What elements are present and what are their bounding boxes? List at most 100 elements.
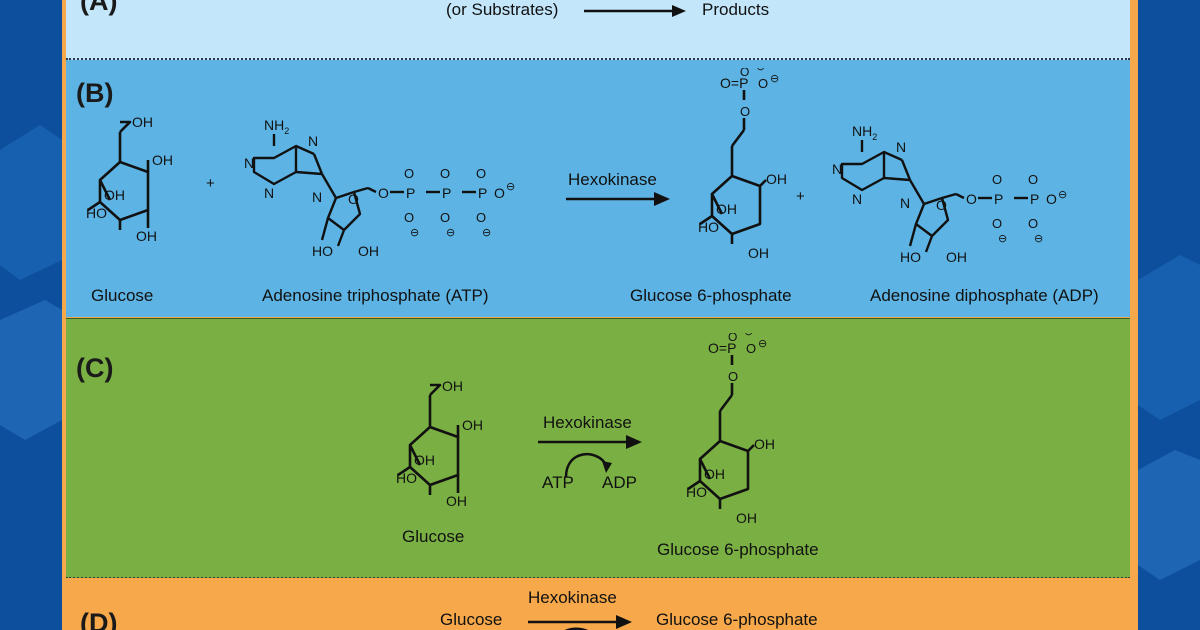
g6p-b-oh-1: OH	[748, 245, 769, 261]
g6p-b-charge-1: ⊖	[756, 68, 765, 73]
glucose-c-oh-1: OH	[446, 493, 467, 509]
enzyme-label-b: Hexokinase	[568, 170, 657, 189]
glucose-name-c: Glucose	[402, 527, 465, 546]
g6p-structure-c: O=P O O ⊖ ⊖ O OH OH HO OH	[686, 333, 775, 526]
glucose-c-oh-3: OH	[414, 452, 435, 468]
g6p-c-o-top: O	[728, 333, 737, 344]
glucose-oh-6: OH	[132, 114, 153, 130]
reaction-arrow-b	[566, 192, 670, 206]
atp-structure: NH2 N N N N O HO OH O P P P O ⊖ O O O O …	[244, 117, 515, 259]
g6p-b-oh-3: OH	[716, 201, 737, 217]
panel-d: (D) Hexokinase Glucose Glucose 6-phospha…	[66, 578, 1130, 630]
atp-charge-4: ⊖	[482, 227, 491, 239]
adp-p-alpha: P	[994, 191, 1003, 207]
atp-charge-2: ⊖	[410, 227, 419, 239]
glucose-c-oh-6: OH	[442, 378, 463, 394]
panel-a-label: (A)	[80, 0, 118, 16]
glucose-structure: OH OH OH HO OH	[86, 114, 173, 244]
atp-p-beta: P	[442, 185, 451, 201]
atp-p-gamma: P	[478, 185, 487, 201]
glucose-structure-c: OH OH OH HO OH	[396, 378, 483, 509]
atp-n1: N	[244, 155, 254, 171]
g6p-c-oh-1: OH	[736, 510, 757, 526]
products-label: Products	[702, 0, 770, 19]
g6p-name-c: Glucose 6-phosphate	[657, 540, 819, 559]
plus-sign-1: +	[206, 175, 215, 192]
g6p-c-charge-1: ⊖	[744, 333, 753, 338]
adp-o-bot-1: O	[992, 216, 1002, 231]
adp-n1: N	[832, 161, 842, 177]
adp-nh2: NH2	[852, 123, 877, 142]
panel-a: (A) (or Substrates) Products	[66, 0, 1130, 60]
adp-o-top-1: O	[992, 172, 1002, 187]
g6p-c-bridge-o: O	[728, 369, 738, 384]
g6p-c-phosphate-top: O=P	[708, 340, 736, 356]
enzyme-label-d: Hexokinase	[528, 588, 617, 607]
adp-charge-1: ⊖	[1058, 189, 1067, 201]
atp-o-top-2: O	[440, 166, 450, 181]
figure-frame: (A) (or Substrates) Products (B) OH OH	[62, 0, 1138, 630]
atp-n3: N	[264, 185, 274, 201]
atp-o-bot-2: O	[440, 210, 450, 225]
atp-o-top-1: O	[404, 166, 414, 181]
adp-bridge-o: O	[966, 191, 977, 207]
g6p-b-o-right: O	[758, 76, 768, 91]
adp-n7: N	[896, 139, 906, 155]
atp-name: Adenosine triphosphate (ATP)	[262, 286, 489, 305]
reaction-arrow-c	[538, 435, 642, 478]
atp-p-alpha: P	[406, 185, 415, 201]
adp-name: Adenosine diphosphate (ADP)	[870, 286, 1099, 305]
glucose-oh-4: OH	[152, 152, 173, 168]
atp-o-bot-1: O	[404, 210, 414, 225]
atp-ring-o: O	[348, 191, 359, 207]
adp-ring-o: O	[936, 197, 947, 213]
glucose-c-oh-4: OH	[462, 417, 483, 433]
g6p-b-ho-2: HO	[698, 219, 719, 235]
adp-o-bot-2: O	[1028, 216, 1038, 231]
g6p-b-phosphate-top: O=P	[720, 75, 748, 91]
g6p-structure-b: O=P O O ⊖ ⊖ O OH OH HO OH	[698, 68, 787, 261]
g6p-b-oh-4: OH	[766, 171, 787, 187]
atp-o-top-3: O	[476, 166, 486, 181]
g6p-c-charge-2: ⊖	[758, 338, 767, 350]
atp-short-label: ATP	[542, 473, 574, 492]
reaction-arrow-d	[528, 615, 632, 630]
atp-ho: HO	[312, 243, 333, 259]
g6p-c-o-right: O	[746, 341, 756, 356]
panel-b: (B) OH OH OH HO OH +	[66, 60, 1130, 317]
panel-b-label: (B)	[76, 78, 114, 108]
adp-oh: OH	[946, 249, 967, 265]
glucose-ho-2: HO	[86, 205, 107, 221]
glucose-name-d: Glucose	[440, 610, 503, 629]
reaction-arrow-a	[584, 5, 686, 17]
g6p-name-b: Glucose 6-phosphate	[630, 286, 792, 305]
substrates-label: (or Substrates)	[446, 0, 559, 19]
g6p-c-ho-2: HO	[686, 484, 707, 500]
adp-phosphate-chain: P P O ⊖ O O O O ⊖ ⊖	[992, 172, 1067, 245]
g6p-name-d: Glucose 6-phosphate	[656, 610, 818, 629]
adp-p-beta: P	[1030, 191, 1039, 207]
atp-o-bot-3: O	[476, 210, 486, 225]
g6p-b-o-top: O	[740, 68, 749, 79]
glucose-oh-3: OH	[104, 187, 125, 203]
atp-n7: N	[308, 133, 318, 149]
adp-ho: HO	[900, 249, 921, 265]
adp-short-label: ADP	[602, 473, 637, 492]
adp-charge-3: ⊖	[1034, 233, 1043, 245]
atp-bridge-o: O	[378, 185, 389, 201]
atp-phosphate-chain: P P P O ⊖ O O O O O O ⊖ ⊖ ⊖	[404, 166, 515, 239]
adp-n3: N	[852, 191, 862, 207]
adp-o-top-2: O	[1028, 172, 1038, 187]
atp-charge-3: ⊖	[446, 227, 455, 239]
glucose-c-ho-2: HO	[396, 470, 417, 486]
enzyme-label-c: Hexokinase	[543, 413, 632, 432]
atp-charge-1: ⊖	[506, 181, 515, 193]
glucose-oh-1: OH	[136, 228, 157, 244]
atp-nh2: NH2	[264, 117, 289, 136]
atp-oh: OH	[358, 243, 379, 259]
g6p-b-charge-2: ⊖	[770, 73, 779, 85]
panel-c-label: (C)	[76, 353, 114, 383]
adp-charge-2: ⊖	[998, 233, 1007, 245]
g6p-b-bridge-o: O	[740, 104, 750, 119]
